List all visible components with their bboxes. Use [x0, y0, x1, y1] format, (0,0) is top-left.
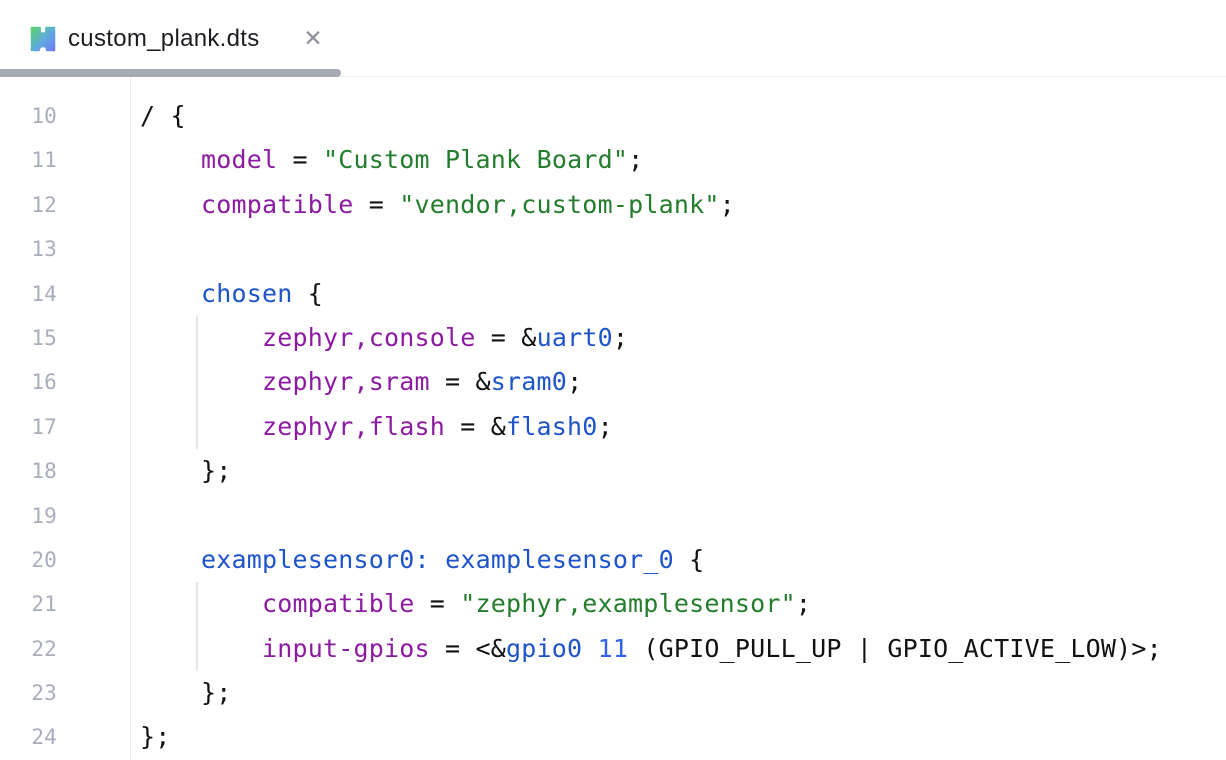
code-line-15[interactable]: zephyr,console = &uart0; — [131, 316, 1226, 360]
code-token: }; — [140, 456, 232, 486]
line-number: 21 — [31, 592, 57, 617]
code-token — [140, 323, 262, 352]
line-number: 15 — [31, 325, 57, 350]
code-token: = <& — [429, 633, 507, 663]
code-token: compatible — [262, 589, 415, 619]
code-token — [140, 190, 201, 219]
code-token — [430, 545, 445, 574]
code-token: compatible — [201, 189, 354, 219]
code-line-23[interactable]: }; — [131, 671, 1226, 715]
code-line-17[interactable]: zephyr,flash = &flash0; — [131, 405, 1226, 449]
code-token — [140, 545, 201, 574]
line-number: 16 — [31, 370, 57, 395]
code-line-12[interactable]: compatible = "vendor,custom-plank"; — [131, 183, 1226, 227]
code-line-20[interactable]: examplesensor0: examplesensor_0 { — [131, 538, 1226, 582]
code-token: input-gpios — [262, 633, 430, 663]
line-number: 13 — [31, 237, 57, 262]
code-token: { — [673, 544, 705, 574]
line-number: 19 — [31, 503, 57, 528]
code-token: ; — [628, 145, 644, 175]
code-line-22[interactable]: input-gpios = <&gpio0 11 (GPIO_PULL_UP |… — [131, 627, 1226, 671]
code-token: examplesensor_0 — [445, 544, 674, 574]
code-token: (GPIO_PULL_UP | GPIO_ACTIVE_LOW)>; — [628, 633, 1162, 663]
code-token: sram0 — [490, 367, 568, 397]
code-token — [140, 145, 201, 174]
code-line-11[interactable]: model = "Custom Plank Board"; — [131, 138, 1226, 182]
line-number: 22 — [31, 636, 57, 661]
line-number: 14 — [31, 281, 57, 306]
code-token: / { — [140, 101, 186, 130]
code-token — [140, 412, 262, 441]
tab-custom-plank-dts[interactable]: custom_plank.dts ✕ — [0, 0, 341, 77]
code-line-10[interactable]: / { — [131, 94, 1226, 138]
code-token: examplesensor0: — [201, 544, 430, 574]
code-token: "zephyr,examplesensor" — [460, 589, 796, 619]
active-tab-indicator — [0, 69, 341, 77]
code-token: "Custom Plank Board" — [323, 145, 629, 175]
devicetree-file-icon — [30, 26, 56, 51]
code-token: 11 — [597, 633, 629, 663]
code-token: ; — [795, 589, 812, 619]
line-number: 10 — [31, 104, 57, 128]
code-line-13[interactable] — [131, 227, 1226, 271]
code-token: flash0 — [506, 411, 598, 441]
code-token: gpio0 — [506, 633, 583, 663]
code-token: = & — [445, 411, 507, 441]
code-editor[interactable]: 10 11 12 13 14 15 16 17 18 19 20 21 22 23 24 / { model… — [0, 77, 1226, 760]
line-number: 17 — [31, 414, 57, 439]
code-token: = & — [429, 367, 491, 397]
code-line-21[interactable]: compatible = "zephyr,examplesensor"; — [131, 582, 1226, 626]
code-token — [140, 634, 262, 663]
code-token — [140, 367, 262, 396]
gutter: 10 11 12 13 14 15 16 17 18 19 20 21 22 23 24 — [0, 77, 131, 760]
code-token — [582, 634, 597, 663]
code-token: = — [414, 589, 461, 619]
code-token: ; — [612, 322, 629, 352]
code-token: = — [277, 145, 324, 175]
code-token: { — [292, 278, 324, 308]
code-line-18[interactable]: }; — [131, 449, 1226, 493]
code-line-16[interactable]: zephyr,sram = &sram0; — [131, 360, 1226, 404]
code-line-24[interactable]: }; — [131, 715, 1226, 759]
code-token: = & — [475, 322, 537, 352]
line-number: 24 — [31, 725, 57, 750]
code-token: zephyr,flash — [262, 411, 446, 441]
code-token: }; — [140, 722, 171, 752]
code-token: ; — [597, 411, 613, 441]
code-token: chosen — [201, 278, 293, 308]
code-line-19[interactable] — [131, 494, 1226, 538]
code-line-14[interactable]: chosen { — [131, 272, 1226, 316]
code-token: }; — [140, 678, 232, 708]
code-token: "vendor,custom-plank" — [399, 189, 720, 219]
editor-tab-bar: custom_plank.dts ✕ — [0, 0, 1226, 77]
line-number: 23 — [31, 681, 57, 706]
line-number: 11 — [31, 148, 57, 173]
indent-guide-chosen-block — [196, 316, 198, 449]
tab-title: custom_plank.dts — [68, 24, 260, 52]
code-token: model — [201, 145, 278, 175]
code-token: ; — [719, 189, 735, 219]
code-token — [140, 589, 262, 618]
code-token: uart0 — [536, 322, 613, 352]
code-token: zephyr,console — [262, 322, 476, 352]
indent-guide-sensor-block — [196, 582, 198, 671]
line-number: 20 — [31, 547, 57, 572]
code-token: ; — [567, 367, 583, 397]
code-token: = — [353, 189, 400, 219]
code-lines[interactable]: / { model = "Custom Plank Board"; compat… — [131, 77, 1226, 760]
line-number: 18 — [31, 459, 57, 484]
code-token — [140, 279, 201, 308]
code-token: zephyr,sram — [262, 367, 430, 397]
tab-close-icon[interactable]: ✕ — [303, 25, 323, 51]
line-number: 12 — [31, 192, 57, 217]
